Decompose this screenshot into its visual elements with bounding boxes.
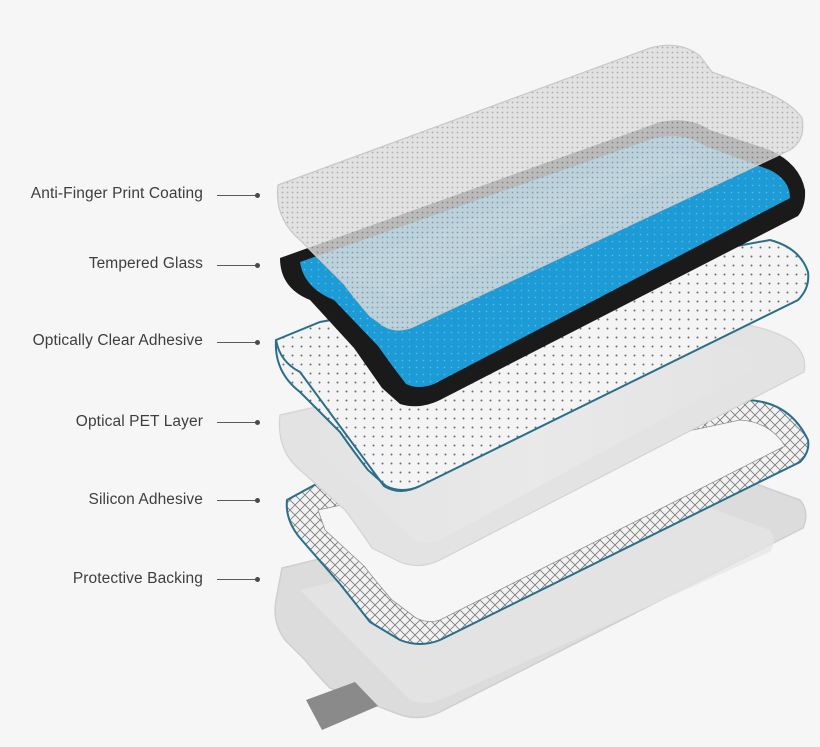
leader-dot xyxy=(255,340,260,345)
layer-silicon-adhesive xyxy=(285,398,810,645)
label-tempered-glass: Tempered Glass xyxy=(88,255,203,272)
layer-optical-pet xyxy=(278,319,806,567)
layer-anti-finger-print-coating xyxy=(276,44,804,331)
leader-line xyxy=(217,265,257,266)
label-optical-pet-layer: Optical PET Layer xyxy=(75,413,203,430)
leader-dot xyxy=(255,193,260,198)
label-optically-clear-adhesive: Optically Clear Adhesive xyxy=(32,332,203,349)
leader-dot xyxy=(255,420,260,425)
leader-dot xyxy=(255,498,260,503)
leader-line xyxy=(217,342,257,343)
label-anti-finger-print-coating: Anti-Finger Print Coating xyxy=(30,185,203,202)
leader-line xyxy=(217,195,257,196)
label-protective-backing: Protective Backing xyxy=(72,570,203,587)
leader-dot xyxy=(255,263,260,268)
label-silicon-adhesive: Silicon Adhesive xyxy=(88,491,203,508)
leader-line xyxy=(217,500,257,501)
backing-pull-tab xyxy=(306,682,378,730)
leader-dot xyxy=(255,577,260,582)
leader-line xyxy=(217,579,257,580)
leader-line xyxy=(217,422,257,423)
